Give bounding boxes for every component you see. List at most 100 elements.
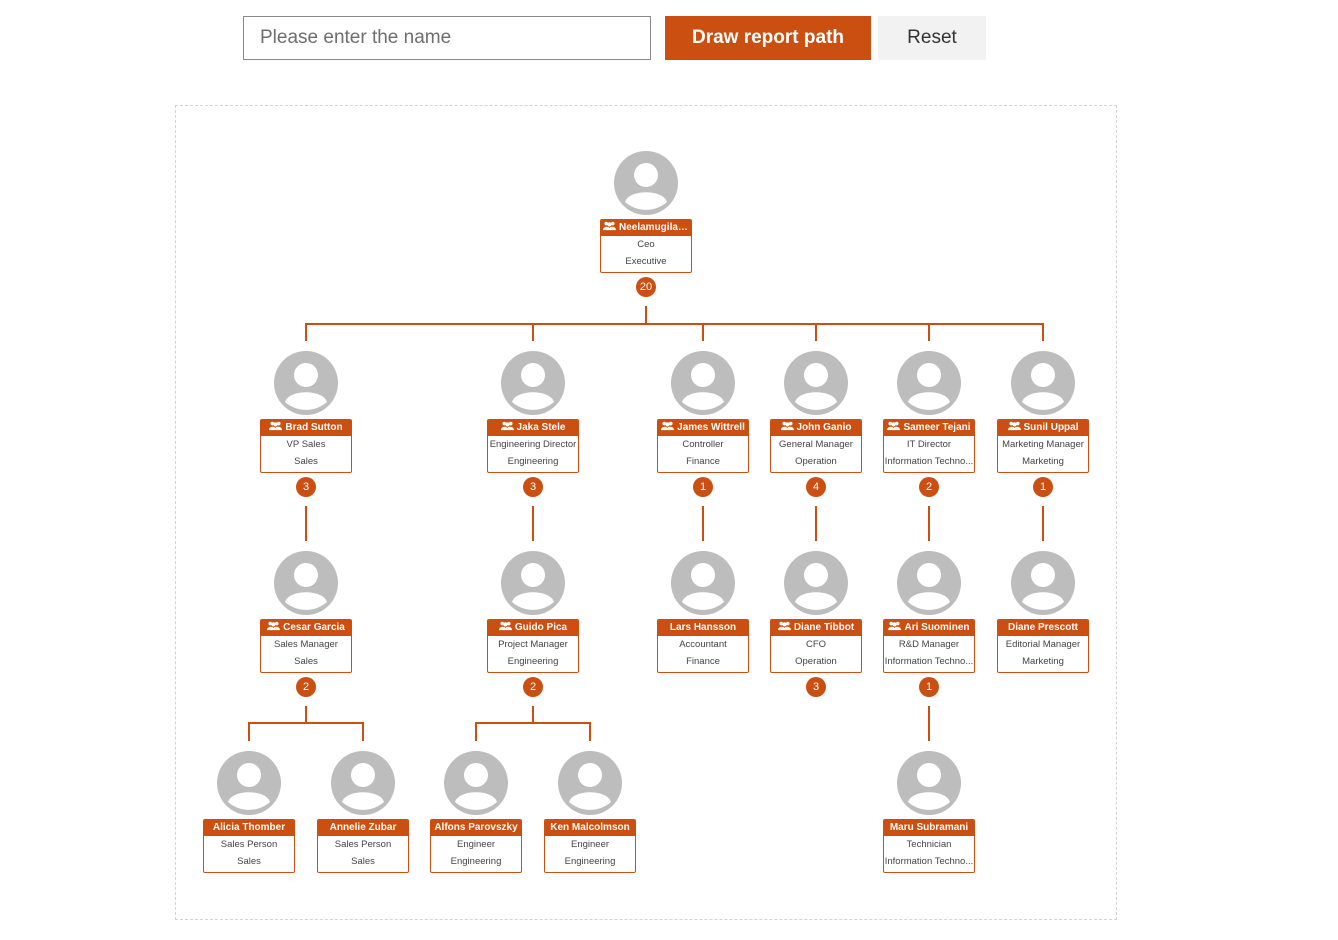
reports-count-badge[interactable]: 2 [919,477,939,497]
reports-count-badge[interactable]: 1 [919,677,939,697]
employee-title: Sales Person [334,839,392,850]
person-avatar-icon [784,351,848,415]
employee-card[interactable]: Ari Suominen R&D Manager Information Tec… [883,619,975,673]
group-icon [498,621,512,631]
employee-card[interactable]: Alicia Thomber Sales Person Sales [203,819,295,873]
person-avatar-icon [671,551,735,615]
employee-name: Maru Subramani [889,822,969,833]
employee-card[interactable]: Cesar Garcia Sales Manager Sales [260,619,352,673]
employee-card[interactable]: John Ganio General Manager Operation [770,419,862,473]
employee-card[interactable]: Ken Malcolmson Engineer Engineering [544,819,636,873]
employee-title: VP Sales [286,439,326,450]
employee-title: CFO [805,639,827,650]
employee-department: Information Techno... [884,856,974,867]
employee-name: John Ganio [796,422,852,433]
employee-name: James Wittrell [677,422,745,433]
employee-card[interactable]: James Wittrell Controller Finance [657,419,749,473]
person-avatar-icon [444,751,508,815]
employee-name: Annelie Zubar [329,822,397,833]
search-input[interactable] [243,16,651,60]
person-avatar-icon [558,751,622,815]
employee-title: IT Director [906,439,952,450]
employee-title: General Manager [779,439,853,450]
employee-name: Neelamugilan... [619,222,691,233]
reset-button[interactable]: Reset [878,16,986,60]
employee-title: Editorial Manager [1005,639,1081,650]
employee-title: Controller [682,439,724,450]
employee-name: Jaka Stele [516,422,566,433]
employee-title: Sales Person [220,839,278,850]
employee-name: Ken Malcolmson [550,822,630,833]
employee-department: Information Techno... [884,456,974,467]
person-avatar-icon [897,351,961,415]
person-avatar-icon [331,751,395,815]
group-icon [887,421,901,431]
employee-department: Operation [795,456,837,467]
employee-title: Accountant [679,639,727,650]
employee-department: Sales [294,656,318,667]
group-icon [661,421,675,431]
org-chart-canvas [175,105,1117,920]
person-avatar-icon [501,351,565,415]
employee-department: Sales [237,856,261,867]
person-avatar-icon [897,751,961,815]
employee-department: Marketing [1022,456,1064,467]
person-avatar-icon [784,551,848,615]
employee-name: Diane Tibbot [793,622,855,633]
employee-title: Engineer [456,839,496,850]
person-avatar-icon [614,151,678,215]
reports-count-badge[interactable]: 1 [1033,477,1053,497]
employee-department: Sales [294,456,318,467]
group-icon [500,421,514,431]
employee-card[interactable]: Jaka Stele Engineering Director Engineer… [487,419,579,473]
employee-name: Brad Sutton [285,422,343,433]
reports-count-badge[interactable]: 2 [296,677,316,697]
person-avatar-icon [274,351,338,415]
person-avatar-icon [217,751,281,815]
employee-department: Sales [351,856,375,867]
employee-name: Guido Pica [514,622,568,633]
employee-card[interactable]: Annelie Zubar Sales Person Sales [317,819,409,873]
person-avatar-icon [671,351,735,415]
employee-department: Engineering [507,456,559,467]
employee-title: Ceo [637,239,655,250]
employee-name: Lars Hansson [669,622,737,633]
employee-card[interactable]: Alfons Parovszky Engineer Engineering [430,819,522,873]
employee-card[interactable]: Maru Subramani Technician Information Te… [883,819,975,873]
employee-name: Alicia Thomber [212,822,286,833]
employee-title: R&D Manager [898,639,960,650]
employee-card[interactable]: Sameer Tejani IT Director Information Te… [883,419,975,473]
group-icon [777,621,791,631]
employee-department: Engineering [507,656,559,667]
group-icon [1007,421,1021,431]
reports-count-badge[interactable]: 2 [523,677,543,697]
employee-card[interactable]: Guido Pica Project Manager Engineering [487,619,579,673]
reports-count-badge[interactable]: 3 [296,477,316,497]
employee-department: Engineering [450,856,502,867]
employee-title: Project Manager [498,639,568,650]
employee-department: Executive [625,256,667,267]
reports-count-badge[interactable]: 4 [806,477,826,497]
employee-name: Diane Prescott [1007,622,1079,633]
employee-card[interactable]: Lars Hansson Accountant Finance [657,619,749,673]
employee-card[interactable]: Diane Tibbot CFO Operation [770,619,862,673]
draw-report-path-button[interactable]: Draw report path [665,16,871,60]
employee-name: Cesar Garcia [283,622,345,633]
person-avatar-icon [274,551,338,615]
reports-count-badge[interactable]: 20 [636,277,656,297]
employee-card[interactable]: Brad Sutton VP Sales Sales [260,419,352,473]
employee-card[interactable]: Sunil Uppal Marketing Manager Marketing [997,419,1089,473]
person-avatar-icon [501,551,565,615]
employee-title: Engineering Director [489,439,577,450]
employee-card[interactable]: Diane Prescott Editorial Manager Marketi… [997,619,1089,673]
reports-count-badge[interactable]: 1 [693,477,713,497]
reports-count-badge[interactable]: 3 [523,477,543,497]
person-avatar-icon [1011,551,1075,615]
group-icon [269,421,283,431]
reports-count-badge[interactable]: 3 [806,677,826,697]
employee-card[interactable]: Neelamugilan... Ceo Executive [600,219,692,273]
group-icon [267,621,281,631]
employee-title: Marketing Manager [1002,439,1084,450]
employee-title: Technician [906,839,952,850]
